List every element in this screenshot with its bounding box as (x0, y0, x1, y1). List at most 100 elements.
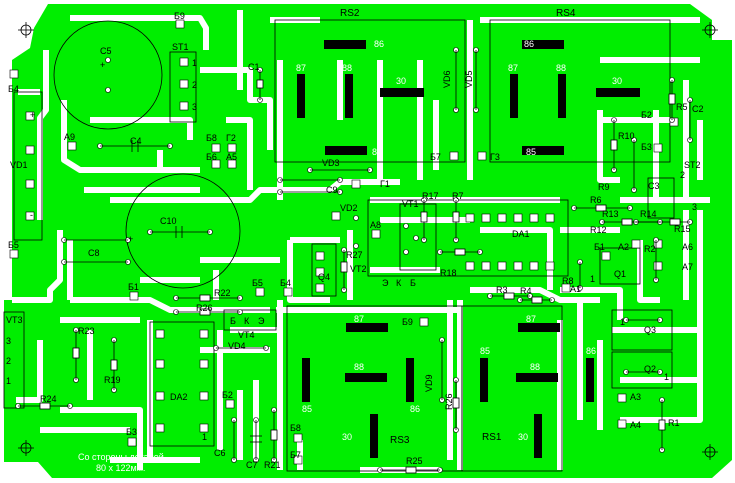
label-vd3: VD3 (322, 158, 340, 168)
label-r22: R22 (214, 288, 231, 298)
rs1-88: 88 (530, 362, 540, 372)
label-bs: Б (410, 278, 416, 288)
label-a5: A5 (226, 152, 237, 162)
rs4-85-bar (522, 146, 564, 155)
label-vd2: VD2 (340, 203, 358, 213)
rs3-86: 86 (410, 404, 420, 414)
label-rs1: RS1 (482, 432, 502, 443)
pad-da2-1 (155, 329, 165, 339)
pad-st1-2 (179, 79, 189, 89)
pad-a3 (617, 393, 627, 403)
label-rs2: RS2 (340, 8, 360, 19)
label-vt3-pin3: 3 (6, 336, 11, 346)
rs2-30: 30 (396, 76, 406, 86)
label-r17: R17 (422, 191, 439, 201)
rs3-88: 88 (354, 362, 364, 372)
label-st2: ST2 (684, 160, 701, 170)
pad-b7b (293, 455, 303, 465)
rs2-88-bar (345, 74, 353, 118)
label-c9: C9 (326, 185, 338, 195)
q2-outline (611, 351, 673, 389)
rs2-outline (274, 19, 466, 163)
pad-da2-2 (155, 359, 165, 369)
rs3-85: 85 (302, 404, 312, 414)
pad-a4 (617, 419, 627, 429)
board-note-line2: 80 x 122мм. (96, 463, 145, 473)
pad-b4b (283, 287, 293, 297)
pad-vd2 (331, 211, 341, 221)
labels: RS2 RS4 RS3 RS1 86 87 88 30 85 86 87 88 … (6, 8, 704, 473)
pad-g1 (351, 179, 361, 189)
rs3-30: 30 (342, 432, 352, 442)
label-vt3: VT3 (6, 315, 23, 325)
pad-da2-4 (155, 423, 165, 433)
label-c5-plus: + (100, 60, 105, 70)
label-g1: Г1 (380, 179, 390, 189)
rs4-30: 30 (612, 76, 622, 86)
pad-da1-9 (497, 261, 507, 271)
label-q4: Q4 (318, 272, 330, 282)
vt1-outline (399, 203, 437, 271)
c10-outline (125, 173, 241, 289)
label-q1-pin1: 1 (590, 274, 595, 284)
board-note-line1: Со стороны деталей. (78, 452, 166, 462)
label-r6: R6 (590, 195, 602, 205)
label-c3: C3 (648, 181, 660, 191)
label-q3-pin1: 1 (620, 317, 625, 327)
pad-vd1-2 (25, 145, 35, 155)
label-da2: DA2 (170, 392, 188, 402)
rs1-30: 30 (518, 432, 528, 442)
label-b1: Б1 (594, 242, 605, 252)
label-vt3-pin2: 2 (6, 356, 11, 366)
pad-b5 (9, 249, 19, 259)
label-vt3-pin1: 1 (6, 376, 11, 386)
pad-b2b (225, 399, 235, 409)
label-b3b: Б3 (126, 427, 137, 437)
label-a4: A4 (630, 420, 641, 430)
pad-b3 (653, 143, 663, 153)
q4-outline (311, 243, 337, 297)
label-b2: Б2 (641, 110, 652, 120)
label-r12: R12 (590, 225, 607, 235)
pad-b9 (175, 19, 185, 29)
label-b2b: Б2 (222, 390, 233, 400)
pad-q4-1 (315, 251, 325, 261)
rs3-87: 87 (354, 314, 364, 324)
pad-vd1-3 (25, 179, 35, 189)
label-b5: Б5 (8, 240, 19, 250)
pad-da1-11 (529, 261, 539, 271)
rs1-30-bar (534, 414, 542, 458)
st2-outline (647, 177, 675, 219)
label-vt4-b: Б (230, 316, 236, 326)
label-r18: R18 (440, 268, 457, 278)
label-r2: R2 (644, 244, 656, 254)
rs1-87-bar (518, 323, 560, 332)
label-g2: Г2 (226, 133, 236, 143)
label-r8: R8 (562, 276, 574, 286)
rs3-86-bar (406, 358, 414, 402)
label-st2-pin2: 2 (680, 170, 685, 180)
rs2-87: 87 (296, 63, 306, 73)
label-a8: A8 (370, 220, 381, 230)
rs2-87-bar (297, 74, 305, 118)
st1-outline (169, 51, 197, 123)
label-r23: R23 (78, 326, 95, 336)
pad-da2-6 (199, 359, 209, 369)
label-r15: R15 (674, 224, 691, 234)
label-c8: C8 (88, 248, 100, 258)
rs1-86: 86 (586, 346, 596, 356)
pad-b6 (211, 159, 221, 169)
relay-contacts (297, 40, 640, 458)
label-q1: Q1 (614, 269, 626, 279)
label-st2-pin3: 3 (692, 202, 697, 212)
label-st1-pin1: 1 (192, 58, 197, 68)
pad-b5b (255, 287, 265, 297)
label-rs3: RS3 (390, 435, 410, 446)
pad-b8 (211, 143, 221, 153)
pad-da1-7 (465, 261, 475, 271)
label-g3: Г3 (490, 152, 500, 162)
rs1-85: 85 (480, 346, 490, 356)
rs4-87-bar (510, 74, 518, 118)
label-q2-pin1: 1 (664, 372, 669, 382)
rs4-88: 88 (556, 63, 566, 73)
